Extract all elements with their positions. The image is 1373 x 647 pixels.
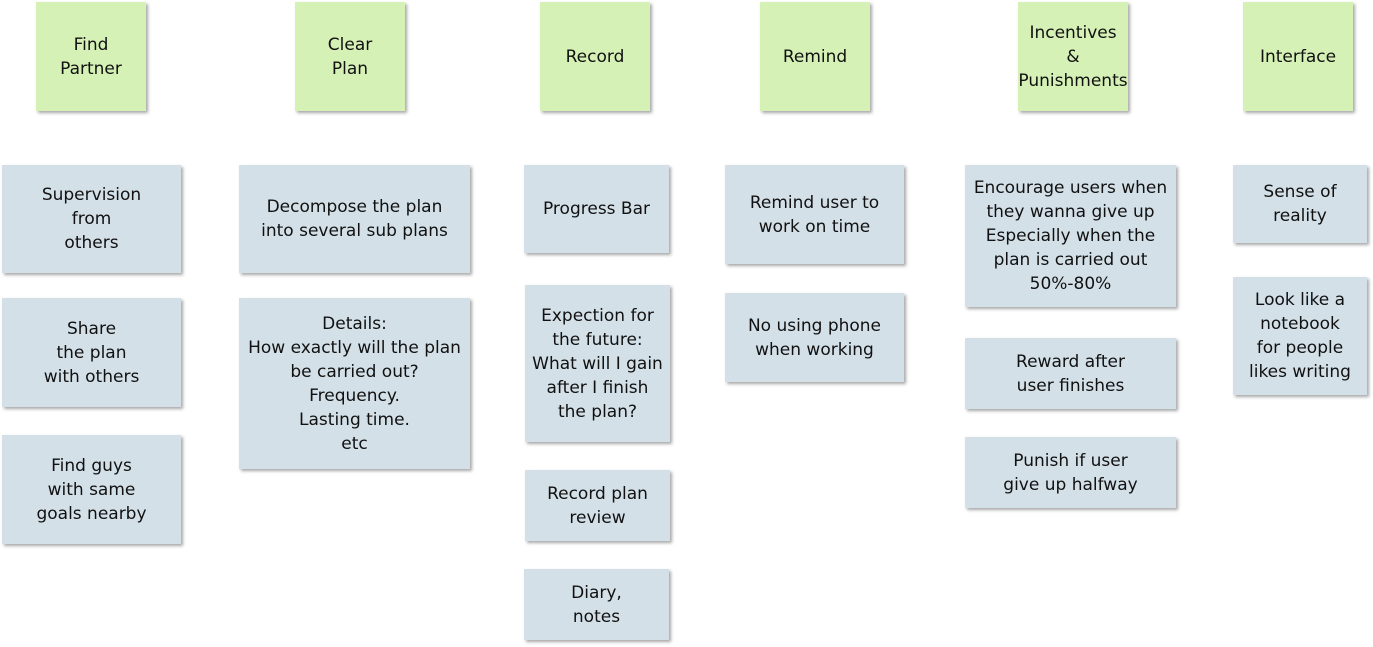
card-diary-notes: Diary, notes: [524, 569, 669, 640]
card-supervision-from-others: Supervision from others: [2, 165, 181, 273]
card-notebook-look: Look like a notebook for people likes wr…: [1233, 277, 1367, 395]
header-clear-plan: Clear Plan: [295, 2, 405, 111]
card-no-phone: No using phone when working: [725, 293, 904, 382]
header-record: Record: [540, 2, 650, 111]
card-details: Details: How exactly will the plan be ca…: [239, 298, 470, 469]
card-sense-of-reality: Sense of reality: [1233, 165, 1367, 243]
header-interface: Interface: [1243, 2, 1353, 111]
card-find-guys-nearby: Find guys with same goals nearby: [2, 435, 181, 544]
card-decompose-plan: Decompose the plan into several sub plan…: [239, 165, 470, 273]
card-share-plan: Share the plan with others: [2, 298, 181, 407]
card-remind-on-time: Remind user to work on time: [725, 165, 904, 264]
header-find-partner: Find Partner: [36, 2, 146, 111]
card-reward-after-finish: Reward after user finishes: [965, 338, 1176, 409]
card-record-plan-review: Record plan review: [525, 470, 670, 541]
card-progress-bar: Progress Bar: [524, 165, 669, 253]
header-remind: Remind: [760, 2, 870, 111]
card-encourage-users: Encourage users when they wanna give up …: [965, 165, 1176, 307]
card-punish-halfway: Punish if user give up halfway: [965, 437, 1176, 508]
card-expection-future: Expection for the future: What will I ga…: [525, 285, 670, 442]
header-incentives-punishments: Incentives & Punishments: [1018, 2, 1128, 111]
